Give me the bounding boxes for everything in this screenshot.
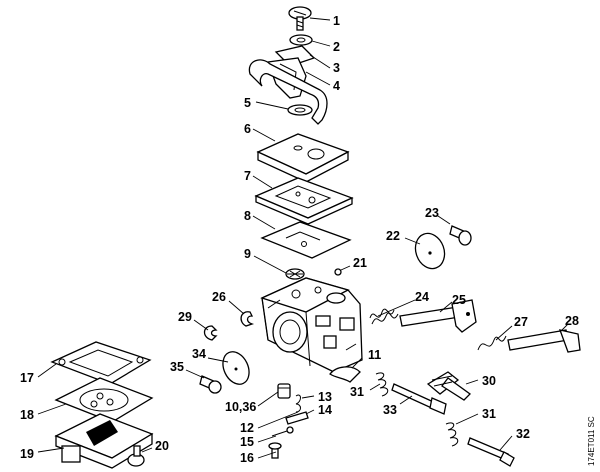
callout-31-upper: 31 — [350, 385, 364, 399]
callout-31-lower: 31 — [482, 407, 496, 421]
callout-3: 3 — [333, 61, 340, 75]
part-screen-9 — [285, 268, 305, 280]
leader-lines — [37, 17, 569, 459]
part-screw-top — [288, 6, 312, 31]
part-valve-11 — [329, 366, 361, 383]
part-washer-5 — [287, 104, 313, 116]
part-idle-screw-30 — [426, 371, 471, 401]
part-mixture-screw-33 — [391, 383, 447, 415]
callout-25: 25 — [452, 293, 466, 307]
part-spring-13 — [295, 394, 301, 413]
part-screw-35 — [199, 375, 222, 394]
callout-13: 13 — [318, 390, 332, 404]
callout-8: 8 — [244, 209, 251, 223]
part-disc-22 — [414, 232, 446, 270]
part-screw-20 — [127, 445, 145, 467]
callout-16: 16 — [240, 451, 254, 465]
part-clip-26 — [240, 311, 255, 327]
part-carburetor-body — [260, 277, 363, 373]
part-screw-16 — [268, 442, 282, 459]
callout-35: 35 — [170, 360, 184, 374]
part-lever-14 — [285, 411, 309, 425]
callout-20: 20 — [155, 439, 169, 453]
part-spring-31-bottom — [445, 422, 459, 447]
callout-15: 15 — [240, 435, 254, 449]
callout-9: 9 — [244, 247, 251, 261]
callout-7: 7 — [244, 169, 251, 183]
callout-24: 24 — [415, 290, 429, 304]
callout-17: 17 — [20, 371, 34, 385]
callout-4: 4 — [333, 79, 340, 93]
callout-30: 30 — [482, 374, 496, 388]
part-bracket — [248, 45, 328, 125]
callout-34: 34 — [192, 347, 206, 361]
part-gasket-8 — [260, 221, 352, 259]
part-spring-27 — [477, 335, 507, 351]
callout-18: 18 — [20, 408, 34, 422]
part-needle-32 — [467, 437, 515, 467]
part-needle-valve-10-36 — [277, 383, 291, 399]
part-ball-21 — [334, 268, 342, 276]
part-disc-34 — [222, 351, 250, 385]
callout-2: 2 — [333, 40, 340, 54]
callout-10-36: 10,36 — [225, 400, 256, 414]
callout-labels: 1 2 3 4 5 6 7 8 9 21 22 23 24 25 26 27 2… — [20, 14, 579, 465]
callout-27: 27 — [514, 315, 528, 329]
callout-23: 23 — [425, 206, 439, 220]
callout-29: 29 — [178, 310, 192, 324]
callout-19: 19 — [20, 447, 34, 461]
callout-28: 28 — [565, 314, 579, 328]
part-pin-15 — [271, 426, 294, 437]
part-cover-plate — [256, 133, 350, 183]
part-diaphragm-7 — [254, 177, 354, 225]
part-gasket-17 — [50, 341, 152, 385]
part-shaft-28 — [507, 329, 581, 353]
part-spring-31-top — [375, 372, 389, 397]
callout-14: 14 — [318, 403, 332, 417]
callout-26: 26 — [212, 290, 226, 304]
part-washer-2 — [289, 34, 313, 46]
part-pump-cover-19 — [54, 413, 154, 469]
callout-6: 6 — [244, 122, 251, 136]
part-clip-29 — [203, 325, 218, 341]
callout-11: 11 — [368, 348, 381, 362]
callout-21: 21 — [353, 256, 367, 270]
callout-32: 32 — [516, 427, 530, 441]
part-spring-24 — [369, 308, 399, 325]
part-diaphragm-18 — [54, 377, 154, 423]
drawing-code: 174ET011 SC — [587, 416, 596, 466]
part-screw-23 — [449, 225, 472, 246]
callout-5: 5 — [244, 96, 251, 110]
callout-1: 1 — [333, 14, 340, 28]
callout-12: 12 — [240, 421, 254, 435]
callout-33: 33 — [383, 403, 397, 417]
callout-22: 22 — [386, 229, 400, 243]
